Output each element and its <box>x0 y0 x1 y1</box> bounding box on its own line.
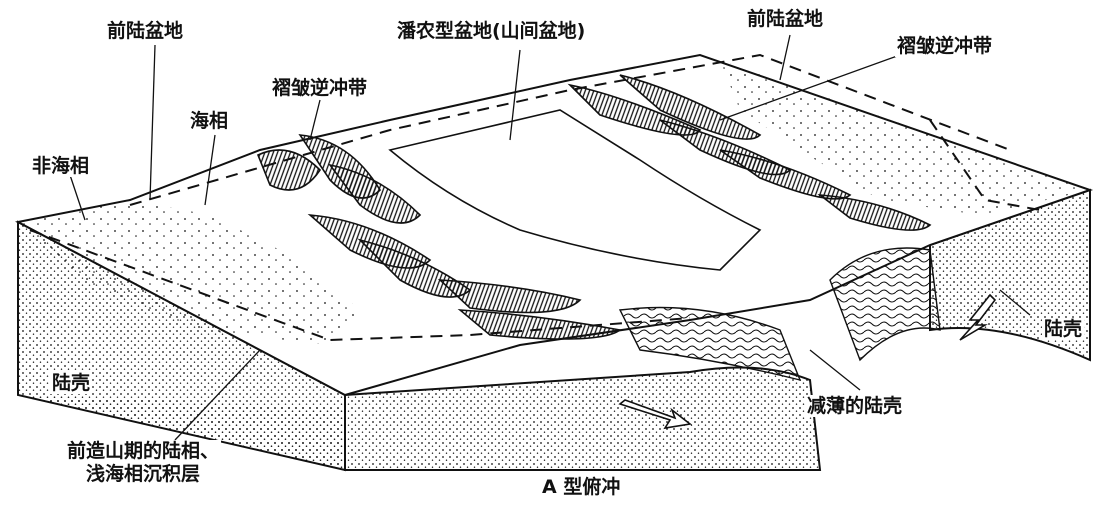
label-continental-crust-left: 陆壳 <box>50 372 92 394</box>
label-piggyback-basin: 潘农型盆地(山间盆地) <box>395 20 587 42</box>
label-thinned-crust: 减薄的陆壳 <box>805 395 904 417</box>
label-fold-thrust-belt-left: 褶皱逆冲带 <box>270 77 369 99</box>
label-non-marine-facies: 非海相 <box>30 155 91 177</box>
front-face-bottom <box>345 368 820 471</box>
label-fold-thrust-belt-right: 褶皱逆冲带 <box>895 35 994 57</box>
label-a-subduction: A 型俯冲 <box>540 476 622 498</box>
label-continental-crust-right: 陆壳 <box>1042 318 1084 340</box>
label-preorogenic-strata: 前造山期的陆相、 浅海相沉积层 <box>65 440 221 486</box>
label-preorogenic-strata-line1: 前造山期的陆相、 <box>67 440 219 463</box>
label-foreland-basin-right: 前陆盆地 <box>745 8 825 30</box>
label-marine-facies: 海相 <box>188 110 230 132</box>
label-foreland-basin-left: 前陆盆地 <box>105 20 185 42</box>
label-preorogenic-strata-line2: 浅海相沉积层 <box>67 463 219 486</box>
